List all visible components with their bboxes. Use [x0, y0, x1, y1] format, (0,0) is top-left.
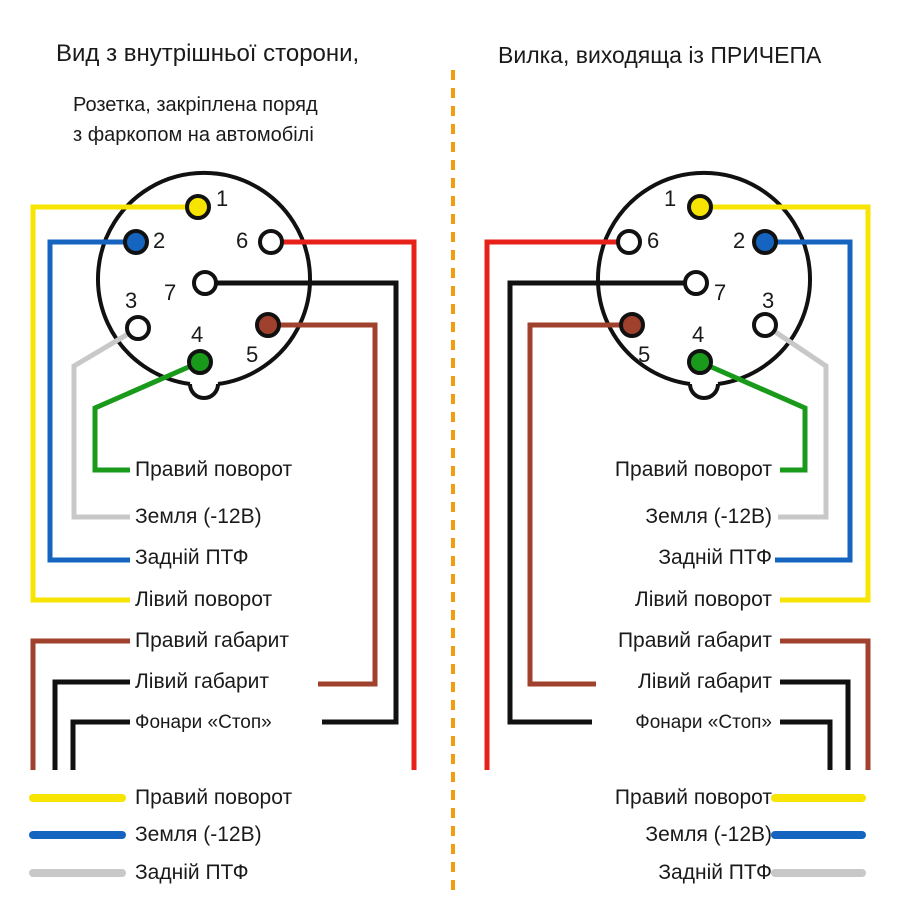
left-pin-1: [185, 194, 211, 220]
left-pin-number-4: 4: [191, 322, 203, 347]
left-wire-black-bottom-1: [52, 679, 130, 770]
right-pin-number-3: 3: [762, 288, 774, 313]
left-pin-2: [123, 229, 149, 255]
left-panel-title: Вид з внутрішньої сторони,: [56, 40, 360, 67]
left-pin-4: [187, 349, 213, 375]
right-wire-black-bottom-1: [780, 679, 851, 770]
right-label-rear-fog: Задній ПТФ: [658, 546, 772, 569]
left-label-left-turn: Лівий поворот: [135, 588, 273, 611]
right-pin-number-5: 5: [638, 342, 650, 367]
right-wire-red: [484, 239, 628, 770]
left-pin-5: [255, 312, 281, 338]
left-pin-number-7: 7: [164, 280, 176, 305]
left-legend-rear-fog: Задній ПТФ: [135, 861, 249, 884]
left-legend-right-turn: Правий поворот: [135, 786, 293, 809]
right-wire-blue: [765, 239, 853, 563]
left-pin-7: [192, 270, 218, 296]
right-label-right-marker: Правий габарит: [617, 629, 772, 652]
left-legend-ground: Земля (-12В): [135, 823, 262, 846]
right-label-ground: Земля (-12В): [645, 505, 772, 528]
left-pin-3: [125, 315, 151, 341]
right-wire-yellow: [700, 204, 871, 603]
right-pin-number-7: 7: [714, 280, 726, 305]
left-panel-subtitle: Розетка, закріплена поряд з фаркопом на …: [73, 94, 318, 146]
left-label-right-marker: Правий габарит: [135, 629, 290, 652]
right-pin-6: [616, 229, 642, 255]
left-pin-number-1: 1: [216, 186, 228, 211]
right-panel-title: Вилка, виходяща із ПРИЧЕПА: [498, 42, 822, 68]
left-pin-number-6: 6: [236, 228, 248, 253]
left-pin-6: [258, 229, 284, 255]
left-label-brake-lights: Фонари «Стоп»: [135, 712, 272, 733]
right-label-brake-lights: Фонари «Стоп»: [635, 712, 772, 733]
right-pin-4: [687, 349, 713, 375]
left-wire-green: [92, 359, 202, 473]
right-pin-1: [687, 194, 713, 220]
right-wire-brown-bottom: [780, 638, 871, 770]
right-wire-gray: [763, 322, 829, 520]
left-label-ground: Земля (-12В): [135, 505, 262, 528]
left-wire-blue: [47, 239, 135, 563]
right-pin-7: [683, 270, 709, 296]
right-pin-number-6: 6: [647, 228, 659, 253]
right-legend-rear-fog: Задній ПТФ: [658, 861, 772, 884]
right-pin-2: [752, 229, 778, 255]
left-wire-brown: [268, 322, 378, 687]
right-legend-right-turn: Правий поворот: [614, 786, 772, 809]
right-socket-body: [596, 171, 812, 386]
left-wire-gray: [71, 325, 140, 520]
left-wire-yellow: [30, 204, 196, 603]
right-socket: 1 2 3 4 5 6 7: [484, 171, 871, 770]
right-socket-key-notch: [688, 383, 720, 400]
right-pin-number-4: 4: [692, 322, 704, 347]
right-wire-green: [698, 359, 808, 473]
left-label-rear-fog: Задній ПТФ: [135, 546, 249, 569]
right-wire-black: [507, 280, 696, 725]
right-label-left-turn: Лівий поворот: [634, 588, 772, 611]
left-socket-key-notch: [188, 383, 220, 400]
right-label-right-turn: Правий поворот: [614, 458, 772, 481]
left-wire-black-bottom-2: [70, 719, 130, 770]
right-pin-3: [752, 312, 778, 338]
left-wire-brown-bottom: [30, 638, 130, 770]
right-legend-ground: Земля (-12В): [645, 823, 772, 846]
right-pin-5: [619, 312, 645, 338]
left-socket-body: [96, 171, 312, 386]
left-wire-black: [205, 280, 399, 725]
right-pin-number-2: 2: [733, 228, 745, 253]
left-pin-number-3: 3: [125, 288, 137, 313]
left-pin-number-2: 2: [153, 228, 165, 253]
right-wire-black-bottom-2: [780, 719, 833, 770]
left-wire-red: [272, 239, 417, 770]
right-label-left-marker: Лівий габарит: [637, 670, 772, 693]
right-pin-number-1: 1: [664, 186, 676, 211]
left-label-right-turn: Правий поворот: [135, 458, 293, 481]
left-pin-number-5: 5: [246, 342, 258, 367]
left-socket: 1 2 3 4 5 6 7: [30, 171, 417, 770]
left-label-left-marker: Лівий габарит: [135, 670, 270, 693]
right-wire-brown: [527, 322, 632, 687]
